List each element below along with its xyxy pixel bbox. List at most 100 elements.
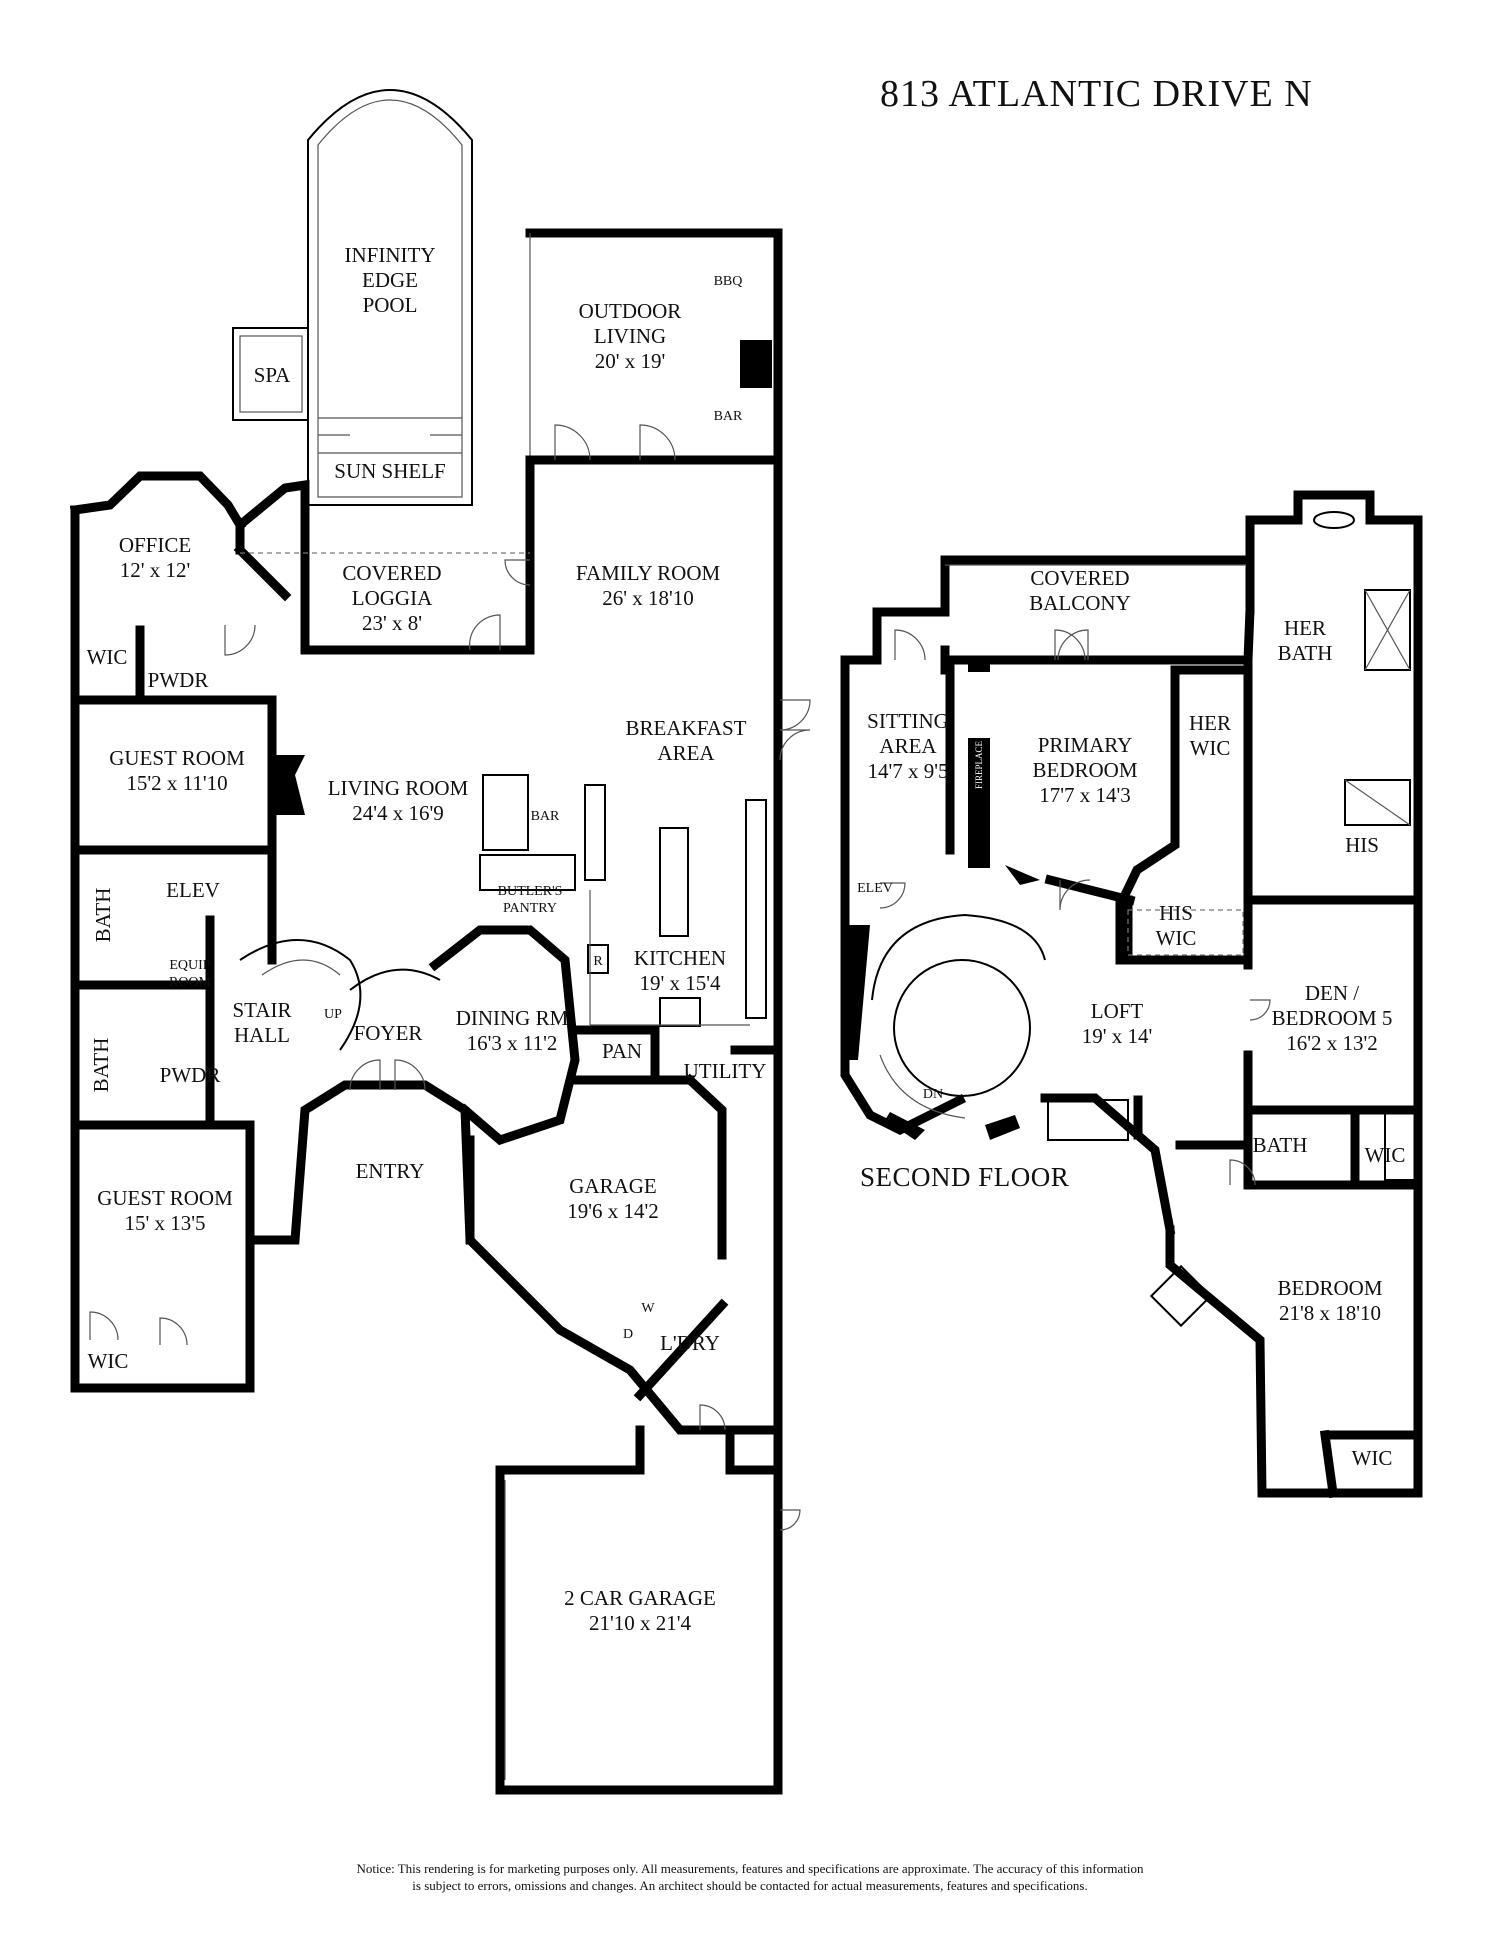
den-label-1: DEN /: [1305, 981, 1359, 1005]
bedroom-label: BEDROOM: [1277, 1276, 1382, 1300]
disclaimer-notice: Notice: This rendering is for marketing …: [150, 1860, 1350, 1894]
property-address: 813 ATLANTIC DRIVE N: [880, 73, 1313, 115]
bath-2f-label: BATH: [1253, 1133, 1308, 1157]
outdoor-living-dims: 20' x 19': [595, 349, 666, 373]
wic-2f-1-label: WIC: [1365, 1143, 1406, 1167]
kitchen-dims: 19' x 15'4: [639, 971, 721, 995]
elev-label: ELEV: [166, 878, 220, 902]
first-floor-walls: [69, 228, 783, 1795]
sitting-area-label-2: AREA: [879, 734, 937, 758]
outdoor-fireplace: [740, 340, 772, 388]
equip-room-label-1: EQUIP: [169, 958, 210, 973]
second-floor-stair: [845, 865, 1046, 1140]
his-wic-label-2: WIC: [1156, 926, 1197, 950]
second-floor-details: [945, 564, 1245, 1328]
fridge-label: R: [593, 954, 603, 969]
bedroom-dims: 21'8 x 18'10: [1279, 1301, 1381, 1325]
sitting-area-label-1: SITTING: [867, 709, 949, 733]
foyer-label: FOYER: [354, 1021, 423, 1045]
loft-label: LOFT: [1091, 999, 1144, 1023]
office-label: OFFICE: [119, 533, 191, 557]
primary-bedroom-dims: 17'7 x 14'3: [1039, 783, 1131, 807]
outdoor-living-label-1: OUTDOOR: [579, 299, 682, 323]
family-room-dims: 26' x 18'10: [602, 586, 694, 610]
wic-bottom-label: WIC: [88, 1349, 129, 1373]
loggia-outline: [240, 552, 530, 651]
guest-room-2-dims: 15' x 13'5: [124, 1211, 205, 1235]
guest-room-1-dims: 15'2 x 11'10: [126, 771, 227, 795]
bath-2-label: BATH: [89, 1038, 113, 1093]
pool-label-1: INFINITY: [345, 243, 436, 267]
dryer-label: D: [623, 1327, 633, 1342]
pool-label-2: EDGE: [362, 268, 418, 292]
pool-area: [232, 89, 473, 506]
up-label: UP: [324, 1007, 342, 1022]
second-floor-labels: COVERED BALCONY HER BATH SITTING AREA 14…: [857, 566, 1405, 1470]
first-floor-stair: [239, 939, 441, 1051]
dining-rm-label: DINING RM: [456, 1006, 569, 1030]
notice-line-1: Notice: This rendering is for marketing …: [356, 1861, 1144, 1876]
living-room-label: LIVING ROOM: [328, 776, 469, 800]
laundry-label: L'DRY: [660, 1331, 720, 1355]
first-floor-doors: [89, 424, 811, 1531]
breakfast-label-2: AREA: [657, 741, 715, 765]
guest-room-1-label: GUEST ROOM: [109, 746, 245, 770]
outdoor-living-label-2: LIVING: [594, 324, 666, 348]
covered-balcony-label-1: COVERED: [1030, 566, 1129, 590]
outdoor-bar-label: BAR: [714, 409, 743, 424]
den-label-2: BEDROOM 5: [1272, 1006, 1393, 1030]
first-floor-plan: INFINITY EDGE POOL SPA SUN SHELF OUTDOOR…: [69, 89, 811, 1795]
second-floor-label: SECOND FLOOR: [860, 1162, 1070, 1192]
equip-room-label-2: ROOM: [169, 975, 212, 990]
sun-shelf-label: SUN SHELF: [334, 459, 445, 483]
butlers-pantry-label-1: BUTLER'S: [498, 884, 563, 899]
car-garage-dims: 21'10 x 21'4: [589, 1611, 692, 1635]
pwdr-bottom-label: PWDR: [160, 1063, 221, 1087]
utility-label: UTILITY: [684, 1059, 767, 1083]
loft-dims: 19' x 14': [1082, 1024, 1153, 1048]
her-wic-label-1: HER: [1189, 711, 1231, 735]
pwdr-top-label: PWDR: [148, 668, 209, 692]
wic-2f-2-label: WIC: [1352, 1446, 1393, 1470]
pool-label-3: POOL: [363, 293, 418, 317]
den-dims: 16'2 x 13'2: [1286, 1031, 1378, 1055]
dining-rm-dims: 16'3 x 11'2: [467, 1031, 558, 1055]
breakfast-label-1: BREAKFAST: [626, 716, 747, 740]
pan-label: PAN: [602, 1039, 642, 1063]
kitchen-fixtures: [479, 774, 767, 1027]
first-floor-labels: INFINITY EDGE POOL SPA SUN SHELF OUTDOOR…: [87, 243, 767, 1635]
fireplace-label: FIREPLACE: [974, 740, 984, 789]
entry-label: ENTRY: [356, 1159, 425, 1183]
dn-label: DN: [923, 1087, 943, 1102]
car-garage-label: 2 CAR GARAGE: [564, 1586, 716, 1610]
elev-2-label: ELEV: [857, 881, 893, 896]
notice-line-2: is subject to errors, omissions and chan…: [412, 1878, 1088, 1893]
primary-bedroom-label-1: PRIMARY: [1038, 733, 1133, 757]
second-floor-plan: FIREPLACE: [840, 490, 1423, 1499]
primary-fireplace: FIREPLACE: [968, 660, 990, 868]
bbq-label: BBQ: [714, 274, 743, 289]
sitting-area-dims: 14'7 x 9'5: [867, 759, 948, 783]
washer-label: W: [641, 1301, 655, 1316]
garage-dims: 19'6 x 14'2: [567, 1199, 659, 1223]
his-label: HIS: [1345, 833, 1379, 857]
loggia-dims: 23' x 8': [362, 611, 422, 635]
kitchen-label: KITCHEN: [634, 946, 726, 970]
bar-label: BAR: [531, 809, 560, 824]
living-room-fireplace: [272, 755, 305, 815]
guest-room-2-label: GUEST ROOM: [97, 1186, 233, 1210]
her-bath-label-2: BATH: [1278, 641, 1333, 665]
second-floor-doors: [879, 629, 1271, 1186]
her-bath-label-1: HER: [1284, 616, 1326, 640]
stair-hall-label-2: HALL: [234, 1023, 290, 1047]
primary-bedroom-label-2: BEDROOM: [1032, 758, 1137, 782]
covered-balcony-label-2: BALCONY: [1029, 591, 1131, 615]
loggia-label-1: COVERED: [342, 561, 441, 585]
her-wic-label-2: WIC: [1190, 736, 1231, 760]
his-wic-label-1: HIS: [1159, 901, 1193, 925]
butlers-pantry-label-2: PANTRY: [503, 901, 557, 916]
loggia-label-2: LOGGIA: [352, 586, 433, 610]
spa-label: SPA: [254, 363, 291, 387]
stair-hall-label-1: STAIR: [233, 998, 292, 1022]
family-room-label: FAMILY ROOM: [576, 561, 721, 585]
